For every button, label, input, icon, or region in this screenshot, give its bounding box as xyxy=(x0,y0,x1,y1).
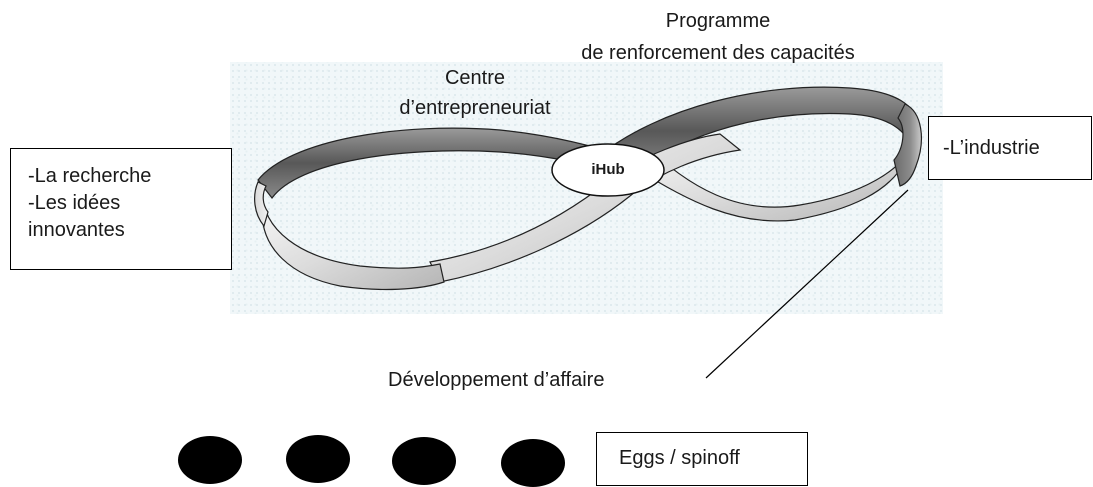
egg-3 xyxy=(392,437,456,485)
egg-2 xyxy=(286,435,350,483)
right-box: -L’industrie xyxy=(928,116,1092,180)
left-box-line1: -La recherche xyxy=(28,165,152,187)
programme-label-line2: de renforcement des capacités xyxy=(581,42,855,64)
centre-label-line1: Centre xyxy=(444,67,506,89)
right-box-text: -L’industrie xyxy=(943,137,1040,159)
left-box: -La recherche -Les idées innovantes xyxy=(10,148,232,270)
hub-ellipse xyxy=(551,143,665,197)
band-right-end xyxy=(893,103,922,187)
left-box-line3: innovantes xyxy=(28,219,125,241)
egg-1 xyxy=(178,436,242,484)
developpement-label: Développement d’affaire xyxy=(388,369,605,391)
centre-label-line2: d’entrepreneuriat xyxy=(399,97,551,119)
eggs-label: Eggs / spinoff xyxy=(619,447,740,469)
programme-label-line1: Programme xyxy=(665,10,771,32)
connector-line xyxy=(705,189,909,379)
programme-label: Programme de renforcement des capacités xyxy=(548,9,888,66)
left-box-line2: -Les idées xyxy=(28,192,121,214)
band-left-end xyxy=(254,181,269,228)
hub-label: iHub xyxy=(591,161,625,178)
centre-label: Centre d’entrepreneuriat xyxy=(380,66,570,121)
band-left-bottom xyxy=(261,189,445,291)
egg-4 xyxy=(501,439,565,487)
eggs-box: Eggs / spinoff xyxy=(596,432,808,486)
